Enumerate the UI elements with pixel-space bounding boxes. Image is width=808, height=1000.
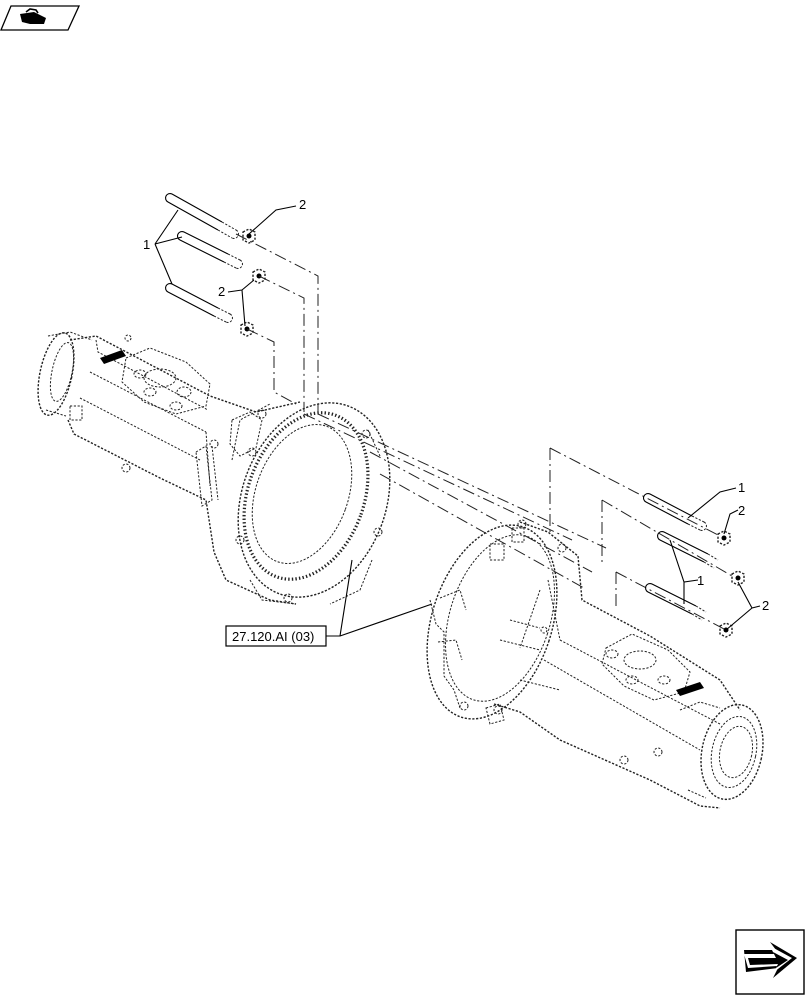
book-wrench-icon[interactable] (0, 5, 81, 31)
right-chain-lines (549, 447, 733, 631)
upper-chain-lines (235, 233, 319, 412)
reference-leaders (326, 559, 433, 637)
callout-upper-stud: 1 (143, 237, 150, 252)
lower-nuts (717, 530, 745, 638)
callout-upper-nut-a: 2 (299, 197, 306, 212)
lower-leaders (669, 487, 761, 631)
reference-label[interactable]: 27.120.AI (03) (225, 625, 327, 647)
lower-studs (642, 492, 719, 621)
callout-lower-stud-a: 1 (738, 480, 745, 495)
callout-lower-nut-b: 2 (762, 598, 769, 613)
callout-lower-nut-a: 2 (738, 503, 745, 518)
callout-lower-stud-b: 1 (697, 573, 704, 588)
next-page-arrow-icon[interactable] (735, 929, 805, 995)
upper-studs (164, 192, 243, 323)
middle-chain-lines (303, 413, 607, 589)
left-axle-housing (37, 331, 301, 605)
reference-label-text: 27.120.AI (03) (232, 629, 314, 644)
right-axle-housing (426, 519, 764, 809)
upper-leaders (154, 205, 297, 327)
left-flange (231, 402, 391, 605)
callout-upper-nut-b: 2 (218, 284, 225, 299)
upper-nuts (240, 228, 266, 337)
